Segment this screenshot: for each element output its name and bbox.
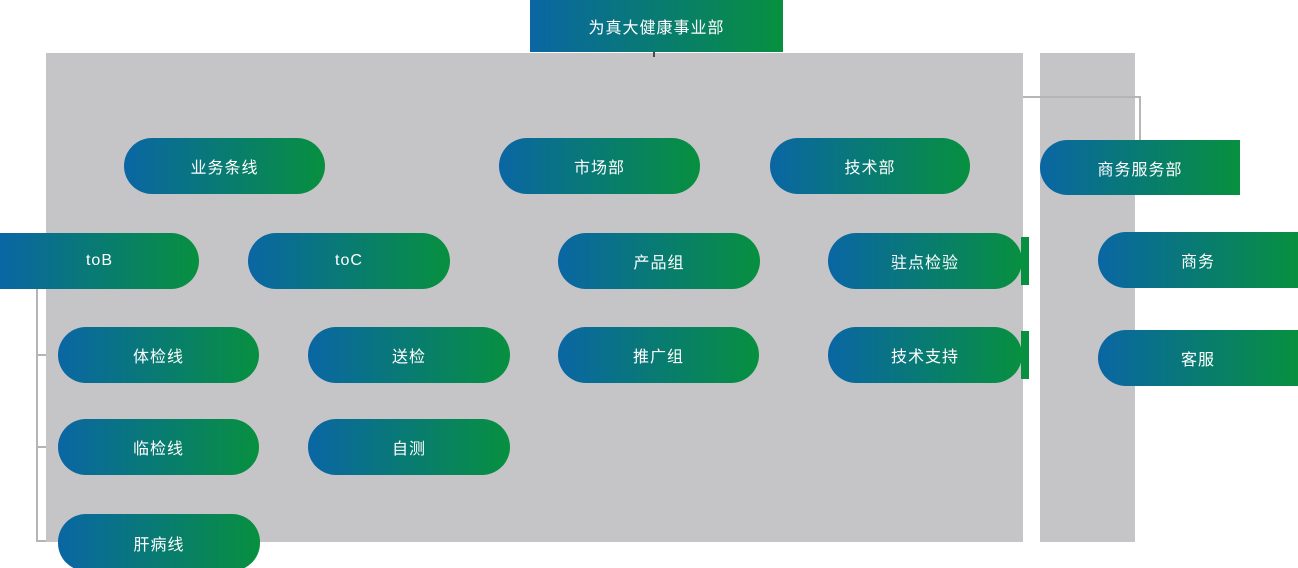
onsite-inspection-edge-bar [1021,237,1029,285]
node-promotion-group: 推广组 [558,327,759,383]
tech-support-edge-bar [1021,331,1029,379]
node-send-inspection: 送检 [308,327,510,383]
connector-root-stub [653,52,655,57]
node-toc: toC [248,233,450,289]
node-customer-service: 客服 [1098,330,1298,386]
node-root: 为真大健康事业部 [530,0,783,52]
connector-right-horizontal [1023,96,1141,98]
node-business: 商务 [1098,232,1298,288]
node-liver-disease-line: 肝病线 [58,514,260,568]
node-tech-dept: 技术部 [770,138,970,194]
node-product-group: 产品组 [558,233,760,289]
node-clinical-exam-line: 临检线 [58,419,259,475]
node-tech-support: 技术支持 [828,327,1022,383]
node-physical-exam-line: 体检线 [58,327,259,383]
node-marketing-dept: 市场部 [499,138,700,194]
node-onsite-inspection: 驻点检验 [828,233,1022,289]
connector-right-vertical [1139,96,1141,140]
node-business-line: 业务条线 [124,138,325,194]
node-self-test: 自测 [308,419,510,475]
node-business-services-dept: 商务服务部 [1040,140,1240,195]
node-tob: toB [0,233,199,289]
right-panel-background [1040,53,1135,542]
connector-left-vertical [36,289,38,542]
